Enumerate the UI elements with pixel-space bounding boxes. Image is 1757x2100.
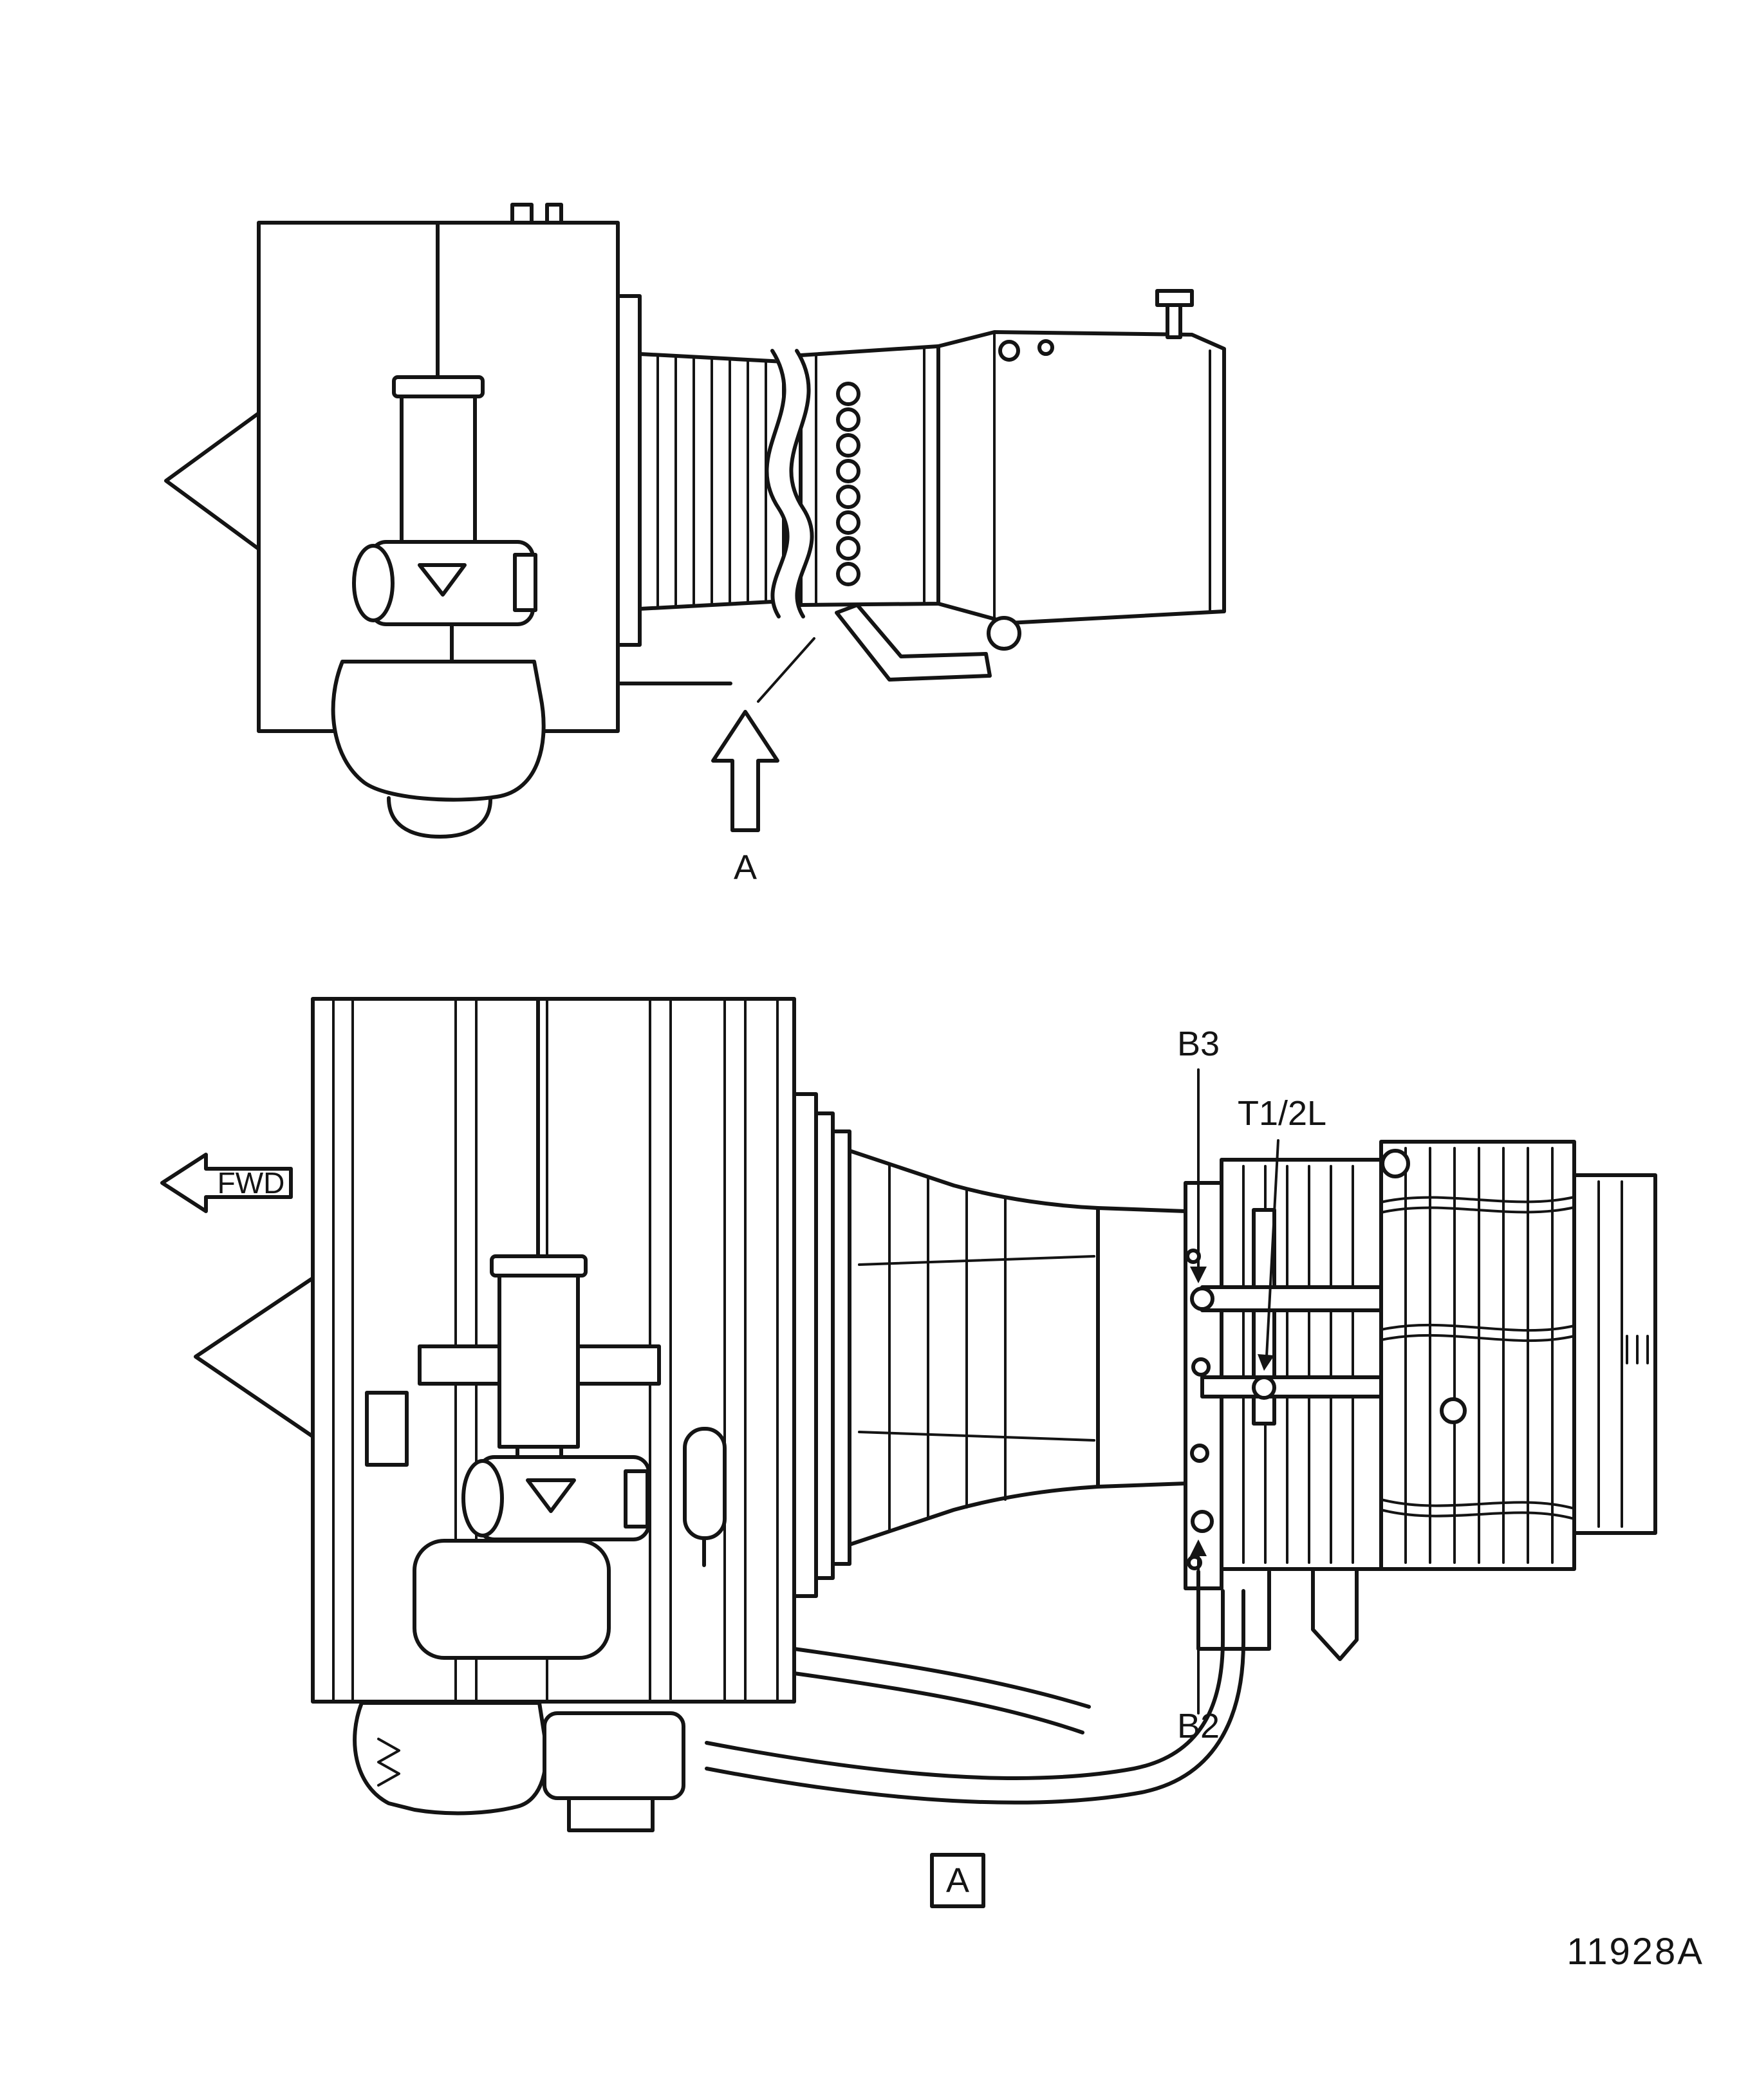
- detail-fuel-control: [477, 1455, 651, 1541]
- detail-gearbox-lip: [567, 1796, 655, 1832]
- overview-fuel-control-detail: [418, 563, 467, 597]
- detail-drain-pipe: [792, 1647, 1091, 1709]
- detail-igniter-unit: [683, 1427, 727, 1540]
- overview-fuel-control-cap: [352, 544, 395, 622]
- view-a-arrow-icon: [711, 710, 779, 832]
- b2-bolt: [1191, 1510, 1214, 1533]
- detail-a-label: A: [946, 1861, 969, 1900]
- overview-mount-boss: [1037, 339, 1054, 356]
- detail-pipe-run: [1380, 1196, 1576, 1203]
- overview-fuel-control-end: [513, 553, 537, 612]
- overview-top-fitting: [1155, 289, 1194, 307]
- overview-hose-fill: [766, 344, 812, 623]
- overview-spinner-cone: [164, 411, 261, 551]
- b3-bolt: [1190, 1287, 1214, 1311]
- detail-pump-body: [497, 1274, 580, 1449]
- detail-turbine-drum-1: [1220, 1158, 1383, 1571]
- fwd-arrow-icon: [160, 1153, 293, 1213]
- overview-combustor: [799, 344, 940, 607]
- overview-lower-cowl-line: [616, 644, 732, 685]
- detail-drain-pipe: [705, 1589, 1245, 1805]
- mid-bolt: [1191, 1357, 1211, 1377]
- detail-drum-boss: [1380, 1149, 1410, 1178]
- overview-drain-duct: [835, 603, 992, 682]
- detail-gearbox-housing: [543, 1711, 685, 1800]
- fwd-label: FWD: [218, 1166, 285, 1200]
- overview-top-tab: [510, 203, 534, 225]
- detail-core-case: [1096, 1206, 1187, 1489]
- detail-core-cone: [848, 1149, 1100, 1547]
- detail-a-frame: [930, 1853, 985, 1908]
- callout-b3-label: B3: [1177, 1025, 1220, 1063]
- callout-t12l-arrowhead: [1258, 1354, 1274, 1371]
- callout-b3-arrowhead: [1190, 1267, 1207, 1283]
- detail-exhaust-cap: [1572, 1173, 1657, 1535]
- overview-pump-body: [400, 395, 477, 561]
- overview-pump-cap: [392, 375, 485, 398]
- view-a-label: A: [734, 848, 757, 887]
- detail-drum-boss: [1440, 1397, 1467, 1424]
- hex-nut: [1190, 1444, 1209, 1463]
- t12l-sensor-boss: [1252, 1375, 1276, 1400]
- detail-junction-box: [365, 1391, 409, 1467]
- overview-hose: [765, 349, 790, 618]
- overview-gearbox-bulge: [387, 796, 492, 839]
- detail-drain-pipe: [705, 1589, 1225, 1780]
- detail-drain-pipe: [792, 1671, 1084, 1734]
- overview-top-tab: [545, 203, 563, 225]
- detail-fuel-control-cap: [461, 1459, 504, 1538]
- detail-pump-cap: [490, 1254, 588, 1278]
- figure-number: 11928A: [1566, 1931, 1704, 1973]
- detail-oil-tank: [413, 1539, 611, 1660]
- callout-t12l-leader: [1265, 1139, 1279, 1358]
- engine-detail-view: FWD: [160, 997, 1657, 1908]
- callout-t12l-label: T1/2L: [1238, 1094, 1326, 1133]
- detail-gearbox-detail: [377, 1738, 400, 1787]
- detail-drain-mast: [1311, 1567, 1359, 1661]
- engine-overview-view: A: [164, 203, 1226, 887]
- overview-gearbox: [331, 660, 546, 802]
- overview-top-fitting-stem: [1166, 303, 1182, 339]
- overview-rear-flange: [616, 294, 642, 647]
- overview-drain-boss: [987, 616, 1021, 651]
- detail-fuel-control-end: [624, 1469, 649, 1529]
- overview-hose: [789, 349, 814, 618]
- overview-turbine-section: [936, 330, 1226, 625]
- view-a-leader-line: [757, 637, 815, 703]
- detail-spinner-cone: [194, 1276, 315, 1438]
- detail-rear-flange: [792, 1092, 818, 1598]
- callout-b2-arrowhead: [1190, 1539, 1207, 1556]
- overview-mount-boss: [998, 340, 1020, 362]
- detail-fuel-control-detail: [526, 1478, 576, 1513]
